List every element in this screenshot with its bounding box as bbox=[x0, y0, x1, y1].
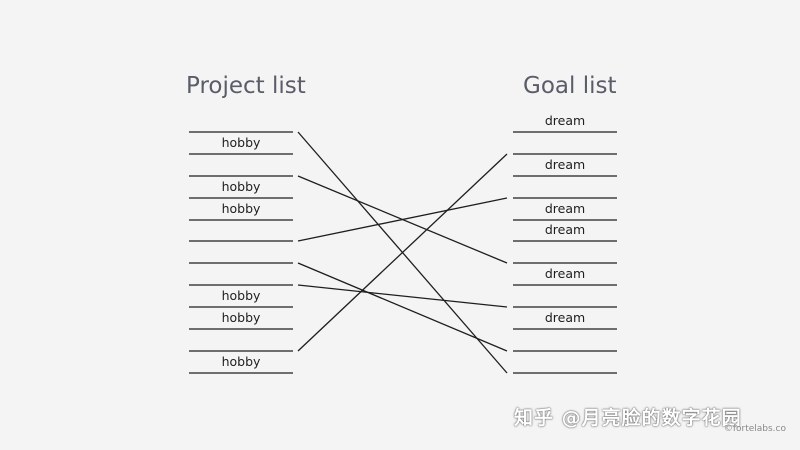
connector-line-6 bbox=[297, 153, 508, 352]
goal-slot-label-10: dream bbox=[544, 310, 586, 325]
goal-slot-label-3: dream bbox=[544, 157, 586, 172]
project-slot-label-10: hobby bbox=[221, 310, 261, 325]
project-list-title: Project list bbox=[186, 73, 306, 99]
goal-list-title: Goal list bbox=[523, 73, 617, 99]
connector-line-4 bbox=[297, 262, 508, 352]
connector-line-5 bbox=[297, 284, 508, 308]
goal-slot-label-1: dream bbox=[544, 113, 586, 128]
goal-slot-label-5: dream bbox=[544, 201, 586, 216]
project-slot-label-9: hobby bbox=[221, 288, 261, 303]
goal-slot-label-6: dream bbox=[544, 222, 586, 237]
credit-text: ©fortelabs.co bbox=[723, 424, 786, 434]
project-slot-label-4: hobby bbox=[221, 179, 261, 194]
connector-lines bbox=[297, 131, 508, 374]
zhihu-watermark: 知乎 @月亮脸的数字花园 bbox=[514, 407, 742, 429]
project-slot-label-2: hobby bbox=[221, 135, 261, 150]
project-slot-label-12: hobby bbox=[221, 354, 261, 369]
project-slot-label-5: hobby bbox=[221, 201, 261, 216]
connector-line-3 bbox=[297, 197, 508, 242]
slot-lines bbox=[189, 131, 617, 374]
goal-slot-label-8: dream bbox=[544, 266, 586, 281]
